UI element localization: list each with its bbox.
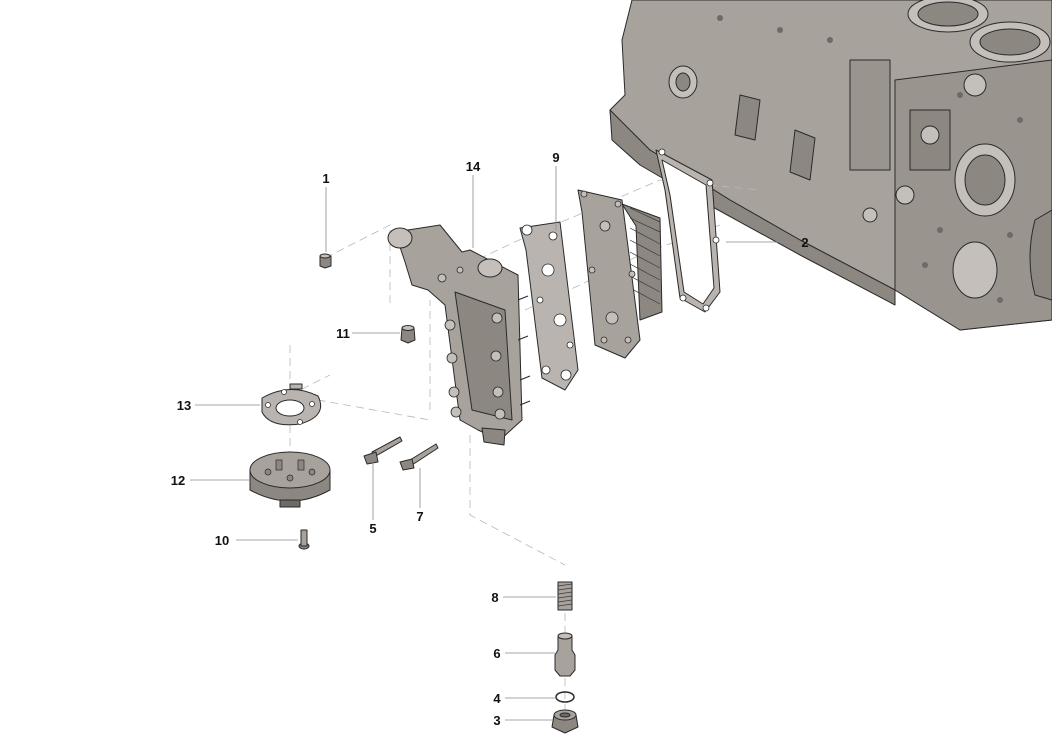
- leader-lines: [190, 166, 796, 721]
- plug-1: [319, 253, 332, 269]
- engine-block: [609, 0, 1052, 331]
- bolt-7: [399, 443, 439, 471]
- spring-8: [557, 581, 573, 611]
- callout-12[interactable]: 12: [171, 473, 185, 488]
- oil-cooler-core: [577, 189, 663, 359]
- filter-head-12: [249, 451, 331, 508]
- callout-2[interactable]: 2: [801, 235, 808, 250]
- callout-4[interactable]: 4: [493, 691, 501, 706]
- flange-gasket-13: [261, 383, 322, 426]
- oil-cooler-housing-14: [387, 224, 531, 446]
- callout-7[interactable]: 7: [416, 509, 423, 524]
- plug-3: [551, 709, 579, 734]
- gasket-9: [519, 221, 579, 391]
- gasket-2: [655, 148, 721, 313]
- callout-10[interactable]: 10: [215, 533, 229, 548]
- callouts: 1 2 3 4 5 6 7 8 9 10 11 12 13 14: [171, 150, 809, 728]
- screw-10: [298, 529, 310, 550]
- plug-11: [400, 325, 416, 344]
- callout-8[interactable]: 8: [491, 590, 498, 605]
- bolt-5: [363, 436, 403, 465]
- callout-1[interactable]: 1: [322, 171, 329, 186]
- callout-14[interactable]: 14: [466, 159, 481, 174]
- callout-9[interactable]: 9: [552, 150, 559, 165]
- callout-5[interactable]: 5: [369, 521, 376, 536]
- callout-13[interactable]: 13: [177, 398, 191, 413]
- callout-3[interactable]: 3: [493, 713, 500, 728]
- callout-6[interactable]: 6: [493, 646, 500, 661]
- valve-6: [554, 632, 576, 677]
- o-ring-4: [555, 691, 575, 703]
- callout-11[interactable]: 11: [336, 326, 350, 341]
